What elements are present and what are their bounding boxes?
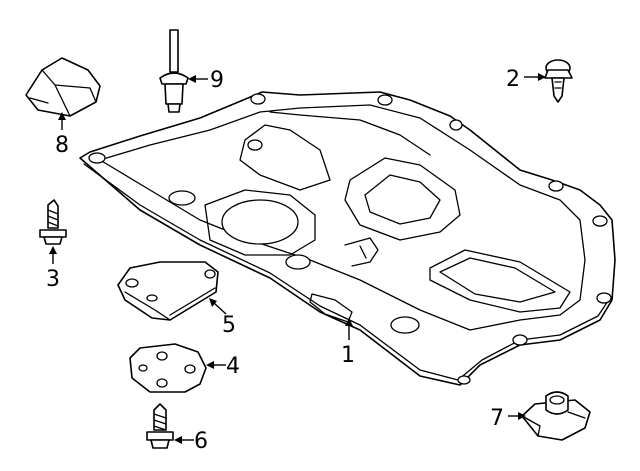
- callout-8: 8: [55, 133, 69, 158]
- arrow-7: [518, 412, 526, 420]
- callout-7: 7: [490, 406, 504, 431]
- arrow-5: [209, 298, 217, 307]
- rivet-part-9[interactable]: [159, 29, 189, 113]
- callout-9: 9: [210, 68, 224, 93]
- callout-2: 2: [506, 67, 520, 92]
- callout-1: 1: [341, 343, 355, 368]
- arrow-6: [174, 436, 182, 444]
- arrow-9: [188, 75, 196, 83]
- arrow-3: [49, 246, 57, 254]
- leader-5: [213, 302, 227, 315]
- splash-shield-part[interactable]: [79, 91, 616, 386]
- nut-retainer-part[interactable]: [521, 391, 591, 441]
- screw-part-6[interactable]: [146, 403, 174, 449]
- bracket-part-8[interactable]: [25, 57, 101, 117]
- callout-6: 6: [194, 429, 208, 454]
- callout-4: 4: [226, 354, 240, 379]
- arrow-2: [538, 73, 546, 81]
- screw-part-3[interactable]: [39, 199, 67, 245]
- arrow-4: [206, 361, 214, 369]
- arrow-8: [58, 112, 66, 120]
- arrow-1: [345, 318, 353, 326]
- cover-part-5[interactable]: [117, 261, 219, 321]
- callout-3: 3: [46, 267, 60, 292]
- plate-part-4[interactable]: [129, 343, 207, 393]
- push-clip-part[interactable]: [544, 59, 573, 103]
- callout-5: 5: [222, 313, 236, 338]
